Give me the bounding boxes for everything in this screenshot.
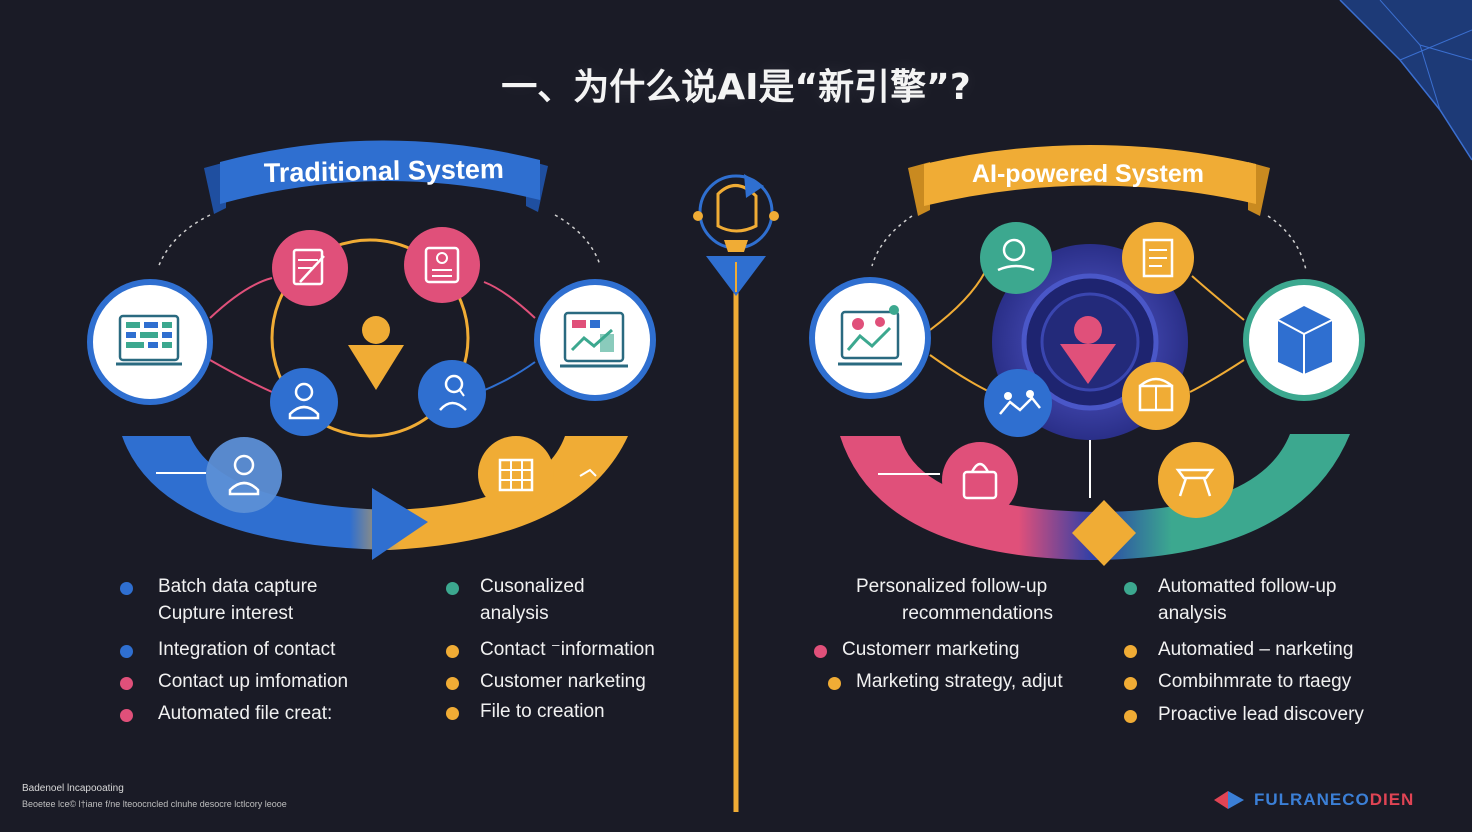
ai-powered-system-banner: AI-powered System <box>908 145 1270 216</box>
bullet-dot <box>1124 677 1137 690</box>
user-search-icon <box>418 360 486 428</box>
bullet-line: Contact ⁻information <box>480 639 655 660</box>
corner-decoration <box>1339 0 1472 161</box>
bullet-line: Combihmrate to rtaegy <box>1158 671 1352 692</box>
bullet-dot <box>814 645 827 658</box>
dashboard-icon <box>87 279 213 405</box>
brand-name: FULRANECODIEN <box>1254 790 1415 809</box>
drawing-tool-icon <box>1158 442 1234 518</box>
footnote-line1: Badenoel lncapooating <box>22 783 124 794</box>
bullet-text: File to creation <box>480 702 605 721</box>
ai-powered-system-diagram: AI-powered System <box>809 145 1365 566</box>
bullet-dot <box>120 582 133 595</box>
bullet-line: File to creation <box>480 701 605 722</box>
shopping-bag-icon <box>942 442 1018 518</box>
traditional-flow-arc <box>122 436 628 550</box>
footnote: Badenoel lncapooating Beoetee lce© l†ian… <box>22 780 287 812</box>
bullet-text: Automated file creat: <box>158 704 332 723</box>
ai-powered-system-banner-label: AI-powered System <box>972 160 1204 188</box>
bullet-text: Contact ⁻information <box>480 640 655 659</box>
handshake-icon <box>980 222 1052 294</box>
footnote-line2: Beoetee lce© l†iane f/ne lteoocncled cln… <box>22 799 287 809</box>
bullet-text: Proactive lead discovery <box>1158 705 1364 724</box>
bullet-line: Customerr marketing <box>842 639 1020 660</box>
traditional-flow-arrow <box>372 488 428 560</box>
data-grid-icon <box>478 436 554 512</box>
bullet-line: analysis <box>480 603 549 624</box>
bullet-dot <box>120 709 133 722</box>
bullet-line: Automatied – narketing <box>1158 639 1354 660</box>
bullet-line: Customer narketing <box>480 671 646 692</box>
bullet-line: analysis <box>1158 603 1227 624</box>
bullet-dot <box>828 677 841 690</box>
cube-icon <box>1243 279 1365 401</box>
bullet-text: Customerr marketing <box>842 640 1019 659</box>
user-arrow-down-icon <box>348 316 404 390</box>
bullet-line: recommendations <box>902 603 1054 624</box>
bullet-line: Cusonalized <box>480 576 585 597</box>
monitor-chart-icon <box>809 277 931 399</box>
bullet-dot <box>120 645 133 658</box>
bullet-dot <box>446 677 459 690</box>
bullet-text: Customer narketing <box>480 672 646 691</box>
bullet-text: Combihmrate to rtaegy <box>1158 672 1351 691</box>
bullet-dot <box>120 677 133 690</box>
analytics-screen-icon <box>534 279 656 401</box>
arc-user-search-icon <box>206 437 282 513</box>
bullet-dot <box>1124 645 1137 658</box>
bullet-line: Personalized follow-up <box>856 576 1048 597</box>
bullet-line: Integration of contact <box>158 639 336 660</box>
bullet-line: Proactive lead discovery <box>1158 704 1364 725</box>
user-target-icon <box>270 368 338 436</box>
bullet-dot <box>446 645 459 658</box>
report-icon <box>1122 222 1194 294</box>
bullet-text: Integration of contact <box>158 640 335 659</box>
bullet-text: Marketing strategy, adjut <box>856 672 1063 691</box>
team-icon <box>984 369 1052 437</box>
bullet-text: Cusonalized analysis <box>480 577 585 623</box>
bullet-text: Contact up imfomation <box>158 672 348 691</box>
bullet-dot <box>1124 582 1137 595</box>
bullet-dot <box>446 707 459 720</box>
profile-form-icon <box>404 227 480 303</box>
bullet-line: Automatted follow-up <box>1158 576 1337 597</box>
document-edit-icon <box>272 230 348 306</box>
bullet-dot <box>446 582 459 595</box>
ai-flow-arc <box>840 434 1350 560</box>
bullet-line: Contact up imfomation <box>158 671 349 692</box>
traditional-system-diagram: Traditional System <box>87 140 656 560</box>
bullet-dot <box>1124 710 1137 723</box>
center-divider <box>693 174 779 812</box>
brand-logo: FULRANECODIEN <box>1214 788 1414 812</box>
traditional-system-banner-label: Traditional System <box>264 154 505 188</box>
bullet-text: Automatied – narketing <box>1158 640 1353 659</box>
slide-title: 一、为什么说AI是“新引擎”? <box>501 67 971 108</box>
ai-user-arrow-down-icon <box>1060 316 1116 384</box>
bullet-line: Cupture interest <box>158 603 294 624</box>
bullet-text: Personalized follow-up recommendations <box>856 577 1053 623</box>
traditional-system-banner: Traditional System <box>204 140 548 214</box>
traditional-cycle-ring <box>270 238 470 438</box>
ai-flow-diamond <box>1072 500 1136 566</box>
bullet-line: Marketing strategy, adjut <box>856 671 1063 692</box>
bullet-line: Batch data capture <box>158 576 318 597</box>
bullet-line: Automated file creat: <box>158 703 333 724</box>
archive-box-icon <box>1122 362 1190 430</box>
brand-mark-icon <box>1214 791 1244 809</box>
bullet-text: Automatted follow-up analysis <box>1158 577 1337 623</box>
engine-head-icon <box>693 174 779 252</box>
